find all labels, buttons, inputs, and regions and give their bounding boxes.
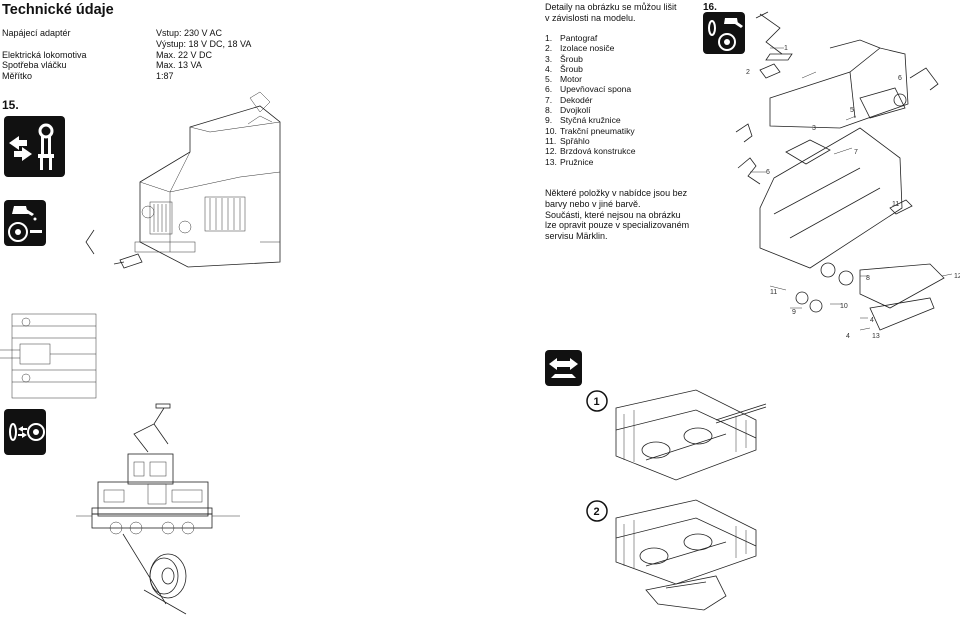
callout-6-right: 6 xyxy=(898,75,902,82)
section-number-16: 16. xyxy=(703,2,717,13)
callout-11-left: 11 xyxy=(770,289,777,296)
callout-10: 10 xyxy=(840,303,848,310)
callout-4-bottom: 4 xyxy=(846,333,850,340)
step-2-drawing: 2 xyxy=(586,499,757,611)
spec-label-scale: Měřítko xyxy=(2,71,33,82)
coupler-arc-icon xyxy=(85,229,95,255)
page-title: Technické údaje xyxy=(2,2,114,18)
spec-value-locomotive: Max. 22 V DC xyxy=(156,49,213,60)
details-note-line-1: Detaily na obrázku se můžou lišit xyxy=(545,2,677,12)
spec-label-consumption: Spotřeba vláčku xyxy=(2,60,67,71)
callout-5: 5 xyxy=(850,107,854,114)
parts-list-item: 2.Izolace nosiče xyxy=(545,43,615,54)
availability-note-line-4: lze opravit pouze v specializovaném xyxy=(545,220,690,231)
parts-list-item: 5.Motor xyxy=(545,74,582,85)
parts-list-item: 11.Spřáhlo xyxy=(545,135,590,146)
callout-9: 9 xyxy=(792,309,796,316)
exploded-view-drawing: 1 2 3 6 5 6 7 11 8 12 11 9 10 4 4 13 xyxy=(735,11,960,340)
callout-13: 13 xyxy=(872,333,880,340)
availability-note-line-2: barvy nebo v jiné barvě. xyxy=(545,198,641,209)
parts-list-item: 3.Šroub xyxy=(545,53,583,64)
parts-list-item: 13.Pružnice xyxy=(545,156,594,167)
step-2-number: 2 xyxy=(594,506,600,518)
availability-note-line-1: Některé položky v nabídce jsou bez xyxy=(545,188,688,198)
parts-list-item: 12.Brzdová konstrukce xyxy=(545,146,636,157)
callout-8: 8 xyxy=(866,275,870,282)
parts-list: 1.Pantograf 2.Izolace nosiče 3.Šroub 4.Š… xyxy=(545,33,635,167)
availability-note-line-5: servisu Märklin. xyxy=(545,231,608,242)
callout-1: 1 xyxy=(784,45,788,52)
availability-note-line-3: Součásti, které nejsou na obrázku xyxy=(545,209,681,220)
spec-label-adapter: Napájecí adaptér xyxy=(2,28,71,38)
parts-list-item: 6.Upevňovací spona xyxy=(545,84,632,95)
spec-value-output: Výstup: 18 V DC, 18 VA xyxy=(156,38,252,49)
spec-label-locomotive: Elektrická lokomotiva xyxy=(2,49,87,60)
coupler-swap-icon-small xyxy=(545,350,582,386)
details-note-line-2: v závislosti na modelu. xyxy=(545,12,636,23)
parts-list-item: 4.Šroub xyxy=(545,63,583,74)
spec-value-consumption: Max. 13 VA xyxy=(156,60,202,71)
chassis-fragment-drawing xyxy=(0,313,97,399)
coupler-swap-icon xyxy=(4,116,65,177)
traction-tire-icon xyxy=(703,12,745,54)
step-1-drawing: 1 xyxy=(586,389,767,481)
callout-3: 3 xyxy=(812,125,816,132)
callout-4-right: 4 xyxy=(870,317,874,324)
parts-list-item: 1.Pantograf xyxy=(545,33,598,43)
parts-list-item: 9.Styčná kružnice xyxy=(545,115,621,126)
parts-list-item: 10.Trakční pneumatiky xyxy=(545,125,635,136)
parts-list-item: 8.Dvojkolí xyxy=(545,105,591,116)
parts-list-item: 7.Dekodér xyxy=(545,94,593,105)
wheel-swap-icon xyxy=(4,409,46,455)
callout-11-right: 11 xyxy=(892,201,899,208)
callout-6-left: 6 xyxy=(766,169,770,176)
callout-2: 2 xyxy=(746,69,750,76)
callout-12: 12 xyxy=(954,273,960,280)
lubricate-wheel-icon xyxy=(4,200,46,246)
callout-7: 7 xyxy=(854,149,858,156)
spec-value-scale: 1:87 xyxy=(156,71,174,82)
locomotive-side-drawing xyxy=(76,403,240,615)
spec-value-input: Vstup: 230 V AC xyxy=(156,28,223,38)
section-number-15: 15. xyxy=(2,98,19,112)
step-1-number: 1 xyxy=(594,396,600,408)
locomotive-coupler-drawing xyxy=(113,91,281,269)
